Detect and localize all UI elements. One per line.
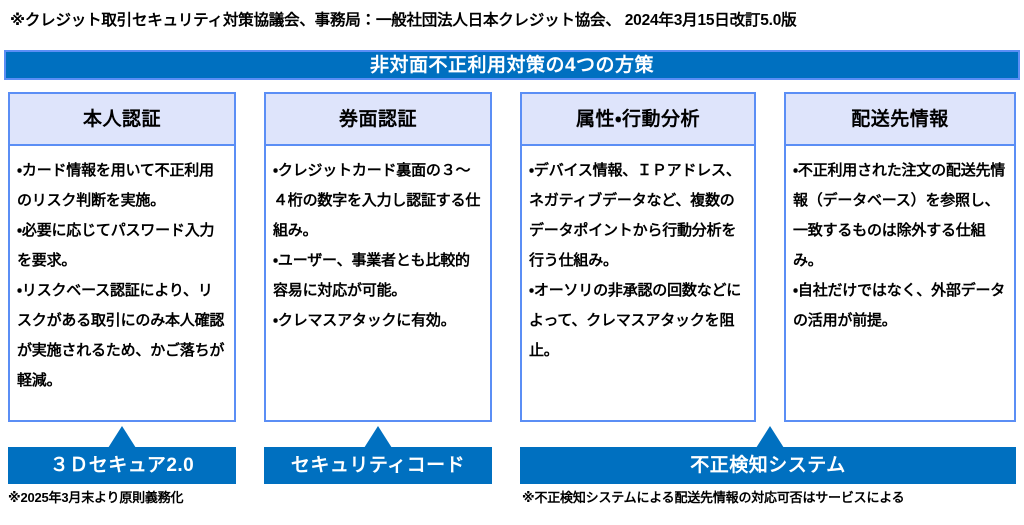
card-header-haisosaki-joho: 配送先情報 — [786, 94, 1014, 146]
card-title-zokusei-kodo-bunseki: 属性・行動分析 — [576, 108, 700, 130]
page-title: 非対面不正利用対策の4つの方策 — [369, 54, 655, 76]
solution-bar-3d-secure: ３Ｄセキュア2.0 — [8, 447, 236, 484]
solution-bar-security-code: セキュリティコード — [264, 447, 492, 484]
card-title-honnin-ninsho: 本人認証 — [82, 108, 161, 130]
solution-label-fraud-detection: 不正検知システム — [690, 455, 846, 476]
footnote-left: ※2025年3月末より原則義務化 — [8, 490, 184, 505]
card-body-zokusei-kodo-bunseki: ・デバイス情報、ＩＰアドレス、ネガティブデータなど、複数のデータポイントから行動… — [522, 146, 754, 420]
footnote-right: ※不正検知システムによる配送先情報の対応可否はサービスによる — [522, 490, 905, 505]
card-title-kenmen-ninsho: 券面認証 — [338, 108, 417, 130]
solution-bar-fraud-detection: 不正検知システム — [520, 447, 1016, 484]
solution-label-security-code: セキュリティコード — [290, 455, 466, 476]
card-body-text-haisosaki-joho: ・不正利用された注文の配送先情報（データベース）を参照し、一致するものは除外する… — [793, 162, 1006, 329]
card-header-kenmen-ninsho: 券面認証 — [266, 94, 490, 146]
card-title-haisosaki-joho: 配送先情報 — [851, 108, 949, 130]
solution-label-3d-secure: ３Ｄセキュア2.0 — [49, 455, 195, 476]
measure-card-group: 本人認証 ・カード情報を用いて不正利用のリスク判断を実施。 ・必要に応じてパスワ… — [0, 92, 1024, 422]
card-body-text-honnin-ninsho: ・カード情報を用いて不正利用のリスク判断を実施。 ・必要に応じてパスワード入力を… — [17, 162, 225, 389]
card-body-haisosaki-joho: ・不正利用された注文の配送先情報（データベース）を参照し、一致するものは除外する… — [786, 146, 1014, 420]
up-arrow-icon-3d-secure — [108, 426, 136, 448]
measure-card-zokusei-kodo-bunseki: 属性・行動分析 ・デバイス情報、ＩＰアドレス、ネガティブデータなど、複数のデータ… — [520, 92, 756, 422]
card-body-honnin-ninsho: ・カード情報を用いて不正利用のリスク判断を実施。 ・必要に応じてパスワード入力を… — [10, 146, 234, 420]
measure-card-haisosaki-joho: 配送先情報 ・不正利用された注文の配送先情報（データベース）を参照し、一致するも… — [784, 92, 1016, 422]
up-arrow-icon-fraud-detection — [756, 426, 784, 448]
card-body-kenmen-ninsho: ・クレジットカード裏面の３～４桁の数字を入力し認証する仕組み。 ・ユーザー、事業… — [266, 146, 490, 420]
up-arrow-icon-security-code — [364, 426, 392, 448]
measure-card-kenmen-ninsho: 券面認証 ・クレジットカード裏面の３～４桁の数字を入力し認証する仕組み。 ・ユー… — [264, 92, 492, 422]
measure-card-honnin-ninsho: 本人認証 ・カード情報を用いて不正利用のリスク判断を実施。 ・必要に応じてパスワ… — [8, 92, 236, 422]
source-note: ※クレジット取引セキュリティ対策協議会、事務局：一般社団法人日本クレジット協会、… — [10, 12, 797, 29]
card-header-zokusei-kodo-bunseki: 属性・行動分析 — [522, 94, 754, 146]
card-body-text-kenmen-ninsho: ・クレジットカード裏面の３～４桁の数字を入力し認証する仕組み。 ・ユーザー、事業… — [273, 162, 481, 329]
main-title-band: 非対面不正利用対策の4つの方策 — [4, 50, 1020, 80]
card-header-honnin-ninsho: 本人認証 — [10, 94, 234, 146]
card-body-text-zokusei-kodo-bunseki: ・デバイス情報、ＩＰアドレス、ネガティブデータなど、複数のデータポイントから行動… — [529, 162, 742, 359]
